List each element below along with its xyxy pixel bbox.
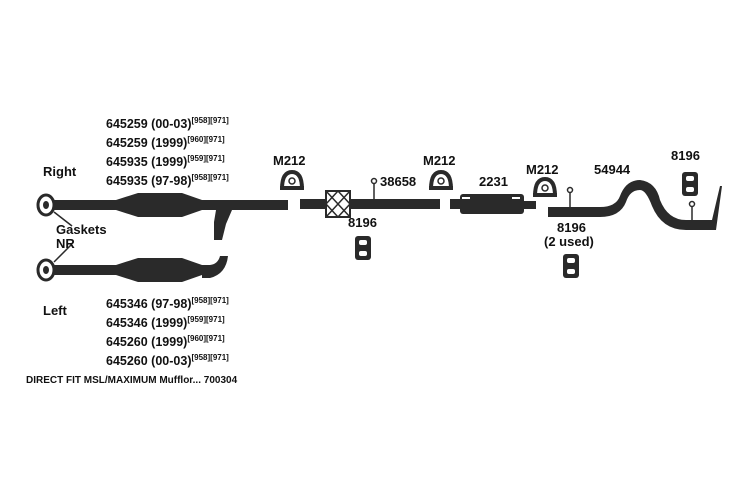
hanger-8196-icon	[355, 236, 371, 260]
right-converter-assembly	[36, 193, 288, 240]
part-number-line: 645259 (1999)[960][971]	[106, 135, 225, 150]
clamp-m212-label: M212	[526, 162, 559, 177]
part-number-line: 645346 (97-98)[958][971]	[106, 296, 229, 311]
hanger-8196-icon	[682, 172, 698, 196]
hanger-quantity-note: (2 used)	[544, 234, 594, 249]
clamp-m212-icon	[280, 169, 304, 190]
gaskets-nr-label: NR	[56, 236, 75, 251]
pipe-38658	[300, 177, 440, 218]
tailpipe-54944-label: 54944	[594, 162, 631, 177]
part-number-line: 645935 (97-98)[958][971]	[106, 173, 229, 188]
part-number-line: 645259 (00-03)[958][971]	[106, 116, 229, 131]
tailpipe-54944	[548, 180, 722, 230]
muffler-2231	[450, 194, 536, 214]
clamp-m212-icon	[533, 176, 557, 197]
clamp-m212-icon	[429, 169, 453, 190]
pipe-38658-label: 38658	[380, 174, 417, 189]
hanger-8196-label: 8196	[348, 215, 377, 230]
gaskets-label: Gaskets	[56, 222, 107, 237]
hanger-8196-icon	[563, 254, 579, 278]
part-number-line: 645260 (00-03)[958][971]	[106, 353, 229, 368]
part-number-line: 645346 (1999)[959][971]	[106, 315, 225, 330]
muffler-2231-label: 2231	[479, 174, 508, 189]
left-converter-assembly	[36, 256, 228, 282]
right-bank-label: Right	[43, 164, 77, 179]
hanger-8196-label: 8196	[671, 148, 700, 163]
clamp-m212-label: M212	[423, 153, 456, 168]
footer-note: DIRECT FIT MSL/MAXIMUM Mufflor... 700304	[26, 375, 238, 386]
left-bank-label: Left	[43, 303, 67, 318]
hanger-8196-label: 8196	[557, 220, 586, 235]
part-number-line: 645260 (1999)[960][971]	[106, 334, 225, 349]
clamp-m212-label: M212	[273, 153, 306, 168]
part-number-line: 645935 (1999)[959][971]	[106, 154, 225, 169]
